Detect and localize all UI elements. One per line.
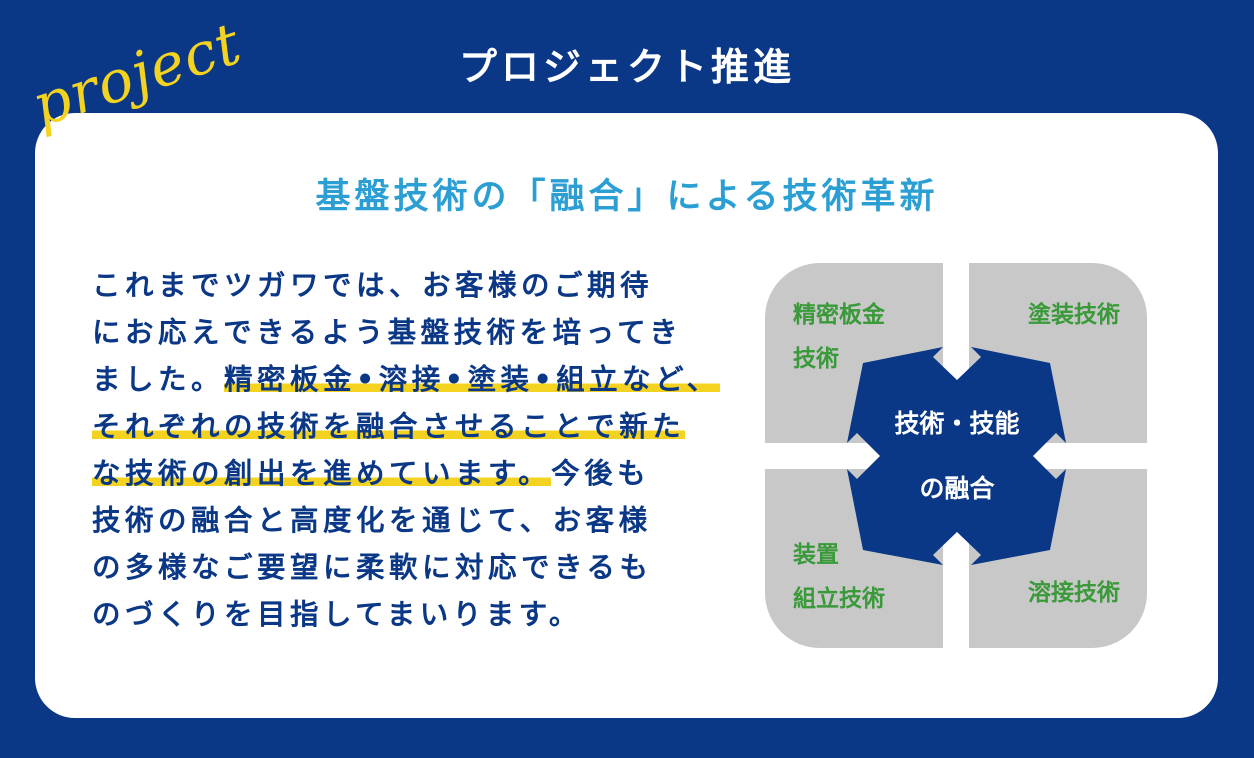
body-line: それぞれの技術を融合させることで新た <box>92 403 720 450</box>
highlight: な技術の創出を進めています。 <box>92 457 552 490</box>
body-line: ました。精密板金•溶接•塗装•組立など、 <box>92 363 720 396</box>
body-line: これまでツガワでは、お客様のご期待 <box>92 269 654 302</box>
body-text: これまでツガワでは、お客様のご期待 にお応えできるよう基盤技術を培ってき ました… <box>92 262 720 638</box>
label-sheet-metal-2: 技術 <box>793 345 839 372</box>
label-painting: 塗装技術 <box>1028 301 1120 328</box>
body-line: の多様なご要望に柔軟に対応できるも <box>92 551 653 584</box>
subtitle: 基盤技術の「融合」による技術革新 <box>315 177 939 217</box>
highlight: 精密板金•溶接•塗装•組立など、 <box>224 363 720 396</box>
body-line: にお応えできるよう基盤技術を培ってき <box>92 316 683 349</box>
highlight: それぞれの技術を融合させることで新た <box>92 410 686 443</box>
label-assembly-1: 装置 <box>793 542 839 568</box>
page-title: プロジェクト推進 <box>458 45 795 89</box>
center-line-1: 技術・技能 <box>894 409 1019 438</box>
label-sheet-metal-1: 精密板金 <box>793 301 886 328</box>
label-welding: 溶接技術 <box>1028 579 1120 606</box>
fusion-diagram: 技術・技能 の融合 精密板金 技術 塗装技術 装置 組立技術 溶接技術 <box>764 262 1148 649</box>
body-line: のづくりを目指してまいります。 <box>92 598 582 631</box>
body-line: 技術の融合と高度化を通じて、お客様 <box>92 504 652 537</box>
center-line-2: の融合 <box>919 474 995 503</box>
center-octagon <box>847 347 1066 565</box>
body-line: な技術の創出を進めています。今後も <box>92 457 651 490</box>
label-assembly-2: 組立技術 <box>793 585 885 612</box>
